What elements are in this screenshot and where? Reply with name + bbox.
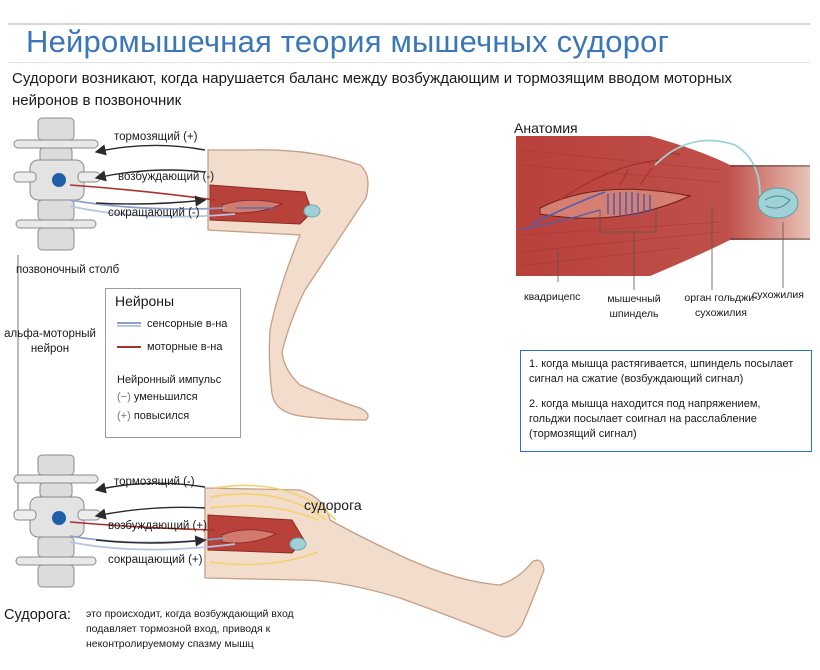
alpha-neuron-label: альфа-моторный нейрон — [4, 328, 96, 355]
legend-decreased-label: уменьшился — [133, 391, 198, 403]
legend-increased: (+) повысился — [117, 410, 189, 422]
leg-bottom — [204, 484, 545, 638]
intro-text: Судороги возникают, когда нарушается бал… — [12, 70, 733, 109]
legend-sensory-label: сенсорные в-на — [147, 318, 228, 330]
signal-bottom-inhibitory: тормозящий (-) — [114, 476, 195, 488]
leg-top — [207, 149, 369, 421]
signal-top-contraction: сокращающий (-) — [108, 207, 200, 219]
nerves-bottom — [69, 482, 236, 551]
signal-top-excitatory: возбуждающий (-) — [118, 171, 215, 183]
note-2: 2. когда мышца находится под напряжением… — [529, 398, 761, 440]
motor-swatch — [117, 346, 141, 349]
plus-symbol: (+) — [117, 410, 131, 422]
anatomy-illustration — [516, 136, 810, 290]
spine-bottom — [13, 454, 101, 588]
anatomy-title: Анатомия — [514, 120, 578, 136]
legend-impulse-title: Нейронный импульс — [117, 374, 222, 386]
title-rule — [8, 62, 810, 63]
note-1: 1. когда мышца растягивается, шпиндель п… — [529, 358, 794, 385]
cramp-definition: это происходит, когда возбуждающий вход … — [86, 608, 294, 650]
spindle-label: мышечный шпиндель — [607, 293, 661, 320]
spine-top — [13, 117, 101, 251]
quadriceps-label: квадрицепс — [524, 291, 581, 303]
tendon-label: сухожилия — [752, 289, 804, 301]
legend-increased-label: повысился — [133, 410, 190, 422]
sensory-swatch — [117, 321, 141, 327]
page-title: Нейромышечная теория мышечных судорог — [26, 24, 670, 59]
legend-title: Нейроны — [115, 293, 175, 309]
cramp-label: судорога — [304, 497, 362, 513]
legend-motor-label: моторные в-на — [147, 341, 223, 353]
cramp-heading: Судорога: — [4, 607, 71, 623]
golgi-label: орган гольджи-сухожилия — [684, 292, 758, 319]
legend-box: Нейроны сенсорные в-на моторные в-на Ней… — [105, 288, 241, 438]
legend-decreased: (−) уменьшился — [117, 391, 198, 403]
notes-box: 1. когда мышца растягивается, шпиндель п… — [520, 350, 812, 452]
legend-sensory: сенсорные в-на — [117, 318, 227, 330]
nerves-top — [69, 144, 236, 218]
signal-bottom-contraction: сокращающий (+) — [108, 554, 203, 566]
minus-symbol: (−) — [117, 391, 131, 403]
signal-top-inhibitory: тормозящий (+) — [114, 131, 198, 143]
signal-bottom-excitatory: возбуждающий (+) — [108, 520, 207, 532]
top-rule — [8, 23, 810, 25]
spine-label: позвоночный столб — [16, 264, 120, 276]
legend-motor: моторные в-на — [117, 341, 222, 353]
